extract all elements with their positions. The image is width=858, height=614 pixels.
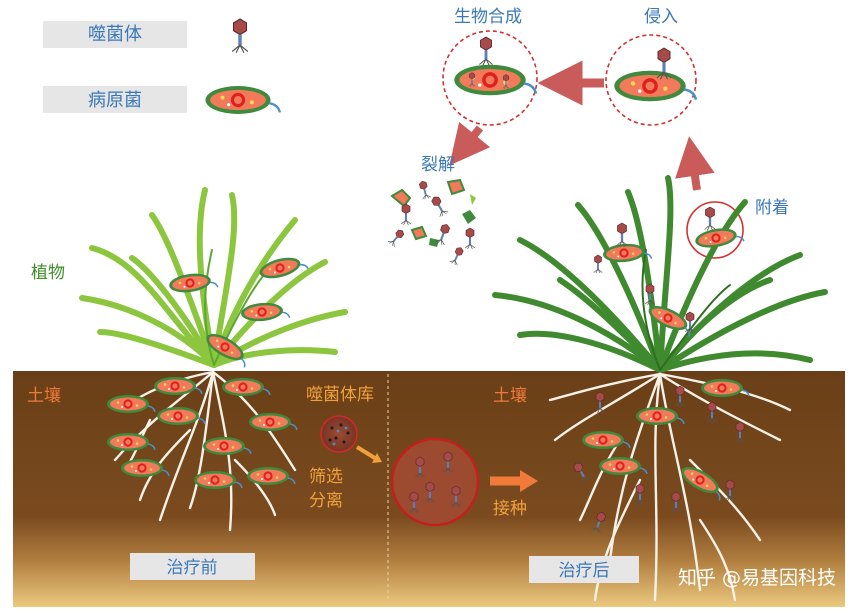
released-phage-icon [417,179,432,201]
released-phage-icon [464,227,476,250]
leaf-phage-icon [593,254,603,274]
released-phage-icon [387,227,407,248]
arrow-biosynthesis-to-lysis [449,121,491,166]
label-lysis: 裂解 [421,155,455,175]
inoculate-label: 接种 [493,499,527,519]
label-biosynthesis: 生物合成 [454,7,522,27]
released-phage-icon [449,245,466,267]
legend-pathogen-label: 病原菌 [88,90,142,111]
phage-library-label: 噬菌体库 [306,385,374,405]
soil-label-left: 土壤 [27,385,61,406]
legend-phage-icon [231,18,249,54]
released-phage-icon [400,203,412,226]
legend-bacterium-icon [203,84,282,116]
lysis-debris [387,178,476,267]
released-phage-icon [429,194,449,218]
footer-before: 治疗前 [167,558,218,578]
arrow-library-to-isolate [355,445,380,462]
leaf-bacterium-icon [166,269,219,296]
legend: 噬菌体 病原菌 [43,18,282,116]
isolated-phage-circle [390,437,480,527]
watermark: 知乎 @易基因科技 [678,567,836,589]
legend-phage-box [43,21,187,48]
legend-pathogen-box [43,86,187,113]
left-plant: 植物 土壤 治疗前 [27,187,348,580]
leaf-phage-icon [704,206,716,231]
right-roots [548,372,792,602]
footer-box-after [529,556,639,583]
right-plant: 土壤 治疗后 [492,175,828,602]
screen-label: 筛选 [309,467,343,487]
infection-cycle: 生物合成 侵入 裂解 [387,7,789,267]
legend-phage-label: 噬菌体 [88,24,142,45]
footer-box-before [130,553,255,580]
leaf-bacterium-icon [239,299,291,324]
footer-after: 治疗后 [559,561,610,581]
phage-library-section: 噬菌体库 筛选 分离 接种 [306,385,538,527]
soil-label-right: 土壤 [493,385,527,406]
plant-label: 植物 [31,263,65,283]
attachment-circle [686,201,744,259]
label-attachment: 附着 [755,198,789,218]
isolate-label: 分离 [309,491,343,511]
label-invasion: 侵入 [644,7,678,27]
leaf-phage-icon [616,222,628,247]
phage-library-circle [320,415,358,453]
arrow-attachment-to-invasion [675,136,715,191]
